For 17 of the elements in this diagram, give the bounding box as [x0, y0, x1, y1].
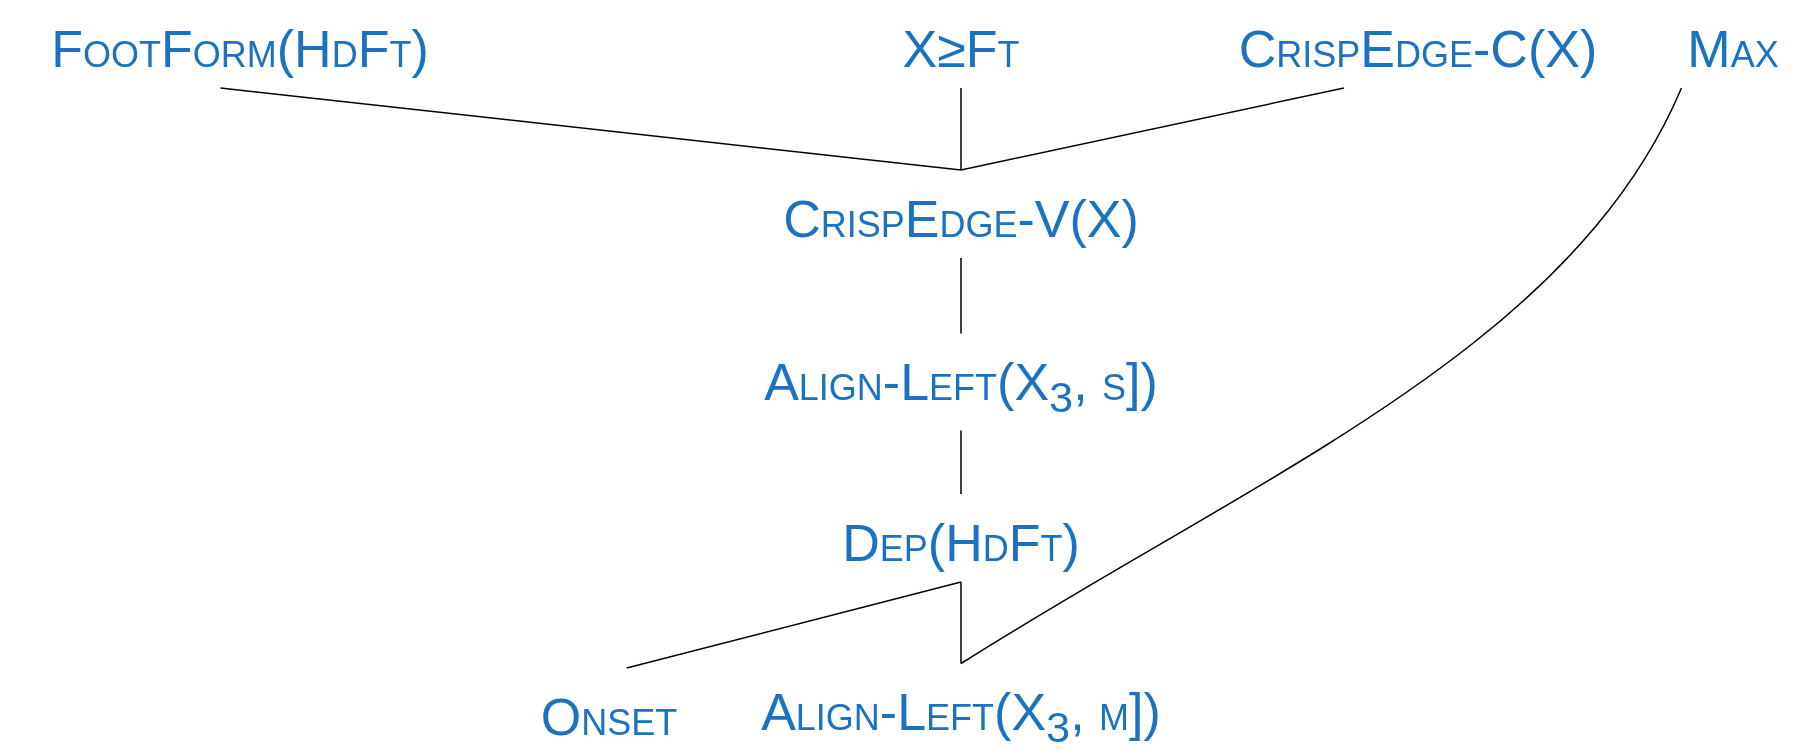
- ranking-line: [960, 257, 962, 335]
- ranking-line: [960, 429, 962, 495]
- constraint-label: FootForm(HdFt): [45, 0, 435, 88]
- constraint-label: Onset: [534, 668, 684, 755]
- constraint-label: CrispEdge-V(X): [777, 170, 1145, 258]
- ranking-line: [626, 581, 962, 669]
- constraint-label: X≥Ft: [896, 0, 1026, 88]
- constraint-label: Dep(HdFt): [836, 494, 1086, 582]
- constraint-label: Align-Left(X$_{3}$, s]): [758, 333, 1164, 431]
- ranking-line: [960, 87, 962, 171]
- constraint-label: Align-Left(X$_{3}$, m]): [755, 663, 1167, 755]
- constraint-label: CrispEdge-C(X): [1232, 0, 1604, 88]
- ranking-line: [219, 87, 962, 171]
- ranking-line: [960, 87, 1345, 171]
- ranking-line: [960, 87, 1683, 665]
- constraint-label: Max: [1681, 0, 1785, 88]
- ranking-line: [960, 581, 962, 665]
